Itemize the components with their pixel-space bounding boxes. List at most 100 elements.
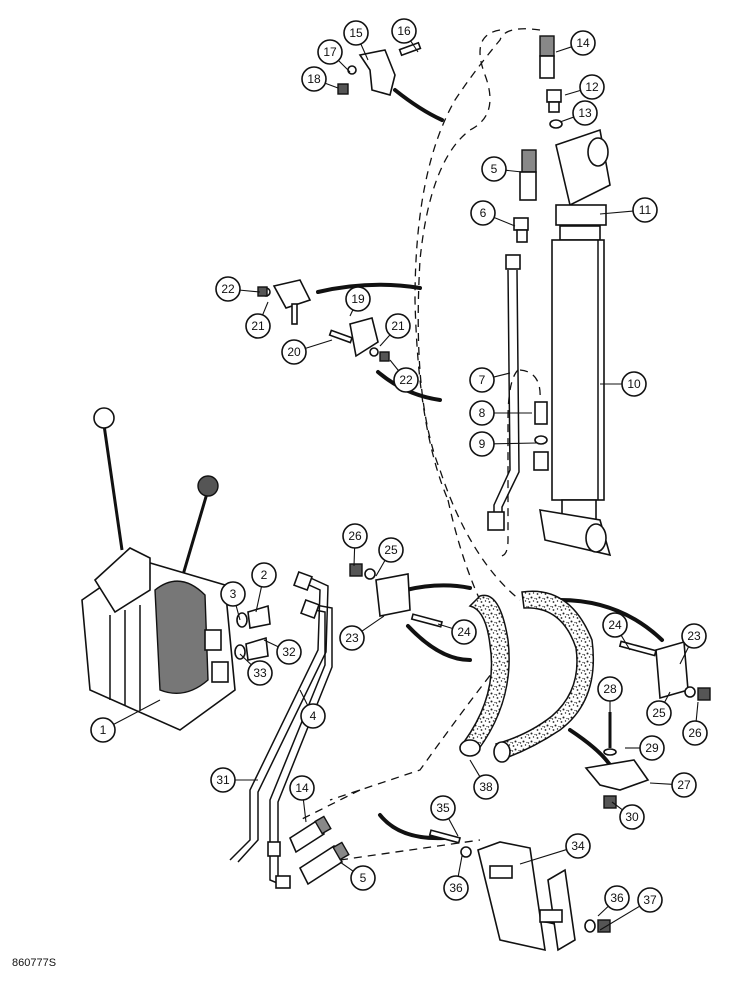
callout-leader-c14a xyxy=(555,46,572,53)
callout-label: 32 xyxy=(282,645,296,659)
callout-label: 21 xyxy=(251,319,265,333)
callout-label: 7 xyxy=(479,373,486,387)
callout-leader-c9 xyxy=(493,442,537,445)
upper-clamp xyxy=(337,41,422,96)
callout-leader-c30 xyxy=(611,801,623,811)
callout-leaders xyxy=(113,40,699,931)
callout-c14a: 14 xyxy=(570,30,596,56)
callout-leader-c15 xyxy=(360,43,369,61)
callout-c26b: 26 xyxy=(682,720,708,746)
callout-c7: 7 xyxy=(469,367,495,393)
callout-label: 21 xyxy=(391,319,405,333)
callout-leader-c21b xyxy=(379,334,391,347)
callout-leader-c26b xyxy=(695,701,699,722)
callout-label: 27 xyxy=(677,778,691,792)
callout-c34: 34 xyxy=(565,833,591,859)
valve-port-fittings xyxy=(234,604,271,661)
callout-label: 12 xyxy=(585,80,599,94)
callout-leader-c24b xyxy=(620,635,631,651)
callout-label: 11 xyxy=(639,203,652,217)
callout-leader-c1 xyxy=(113,699,161,725)
callout-label: 37 xyxy=(643,893,657,907)
callout-c28: 28 xyxy=(597,676,623,702)
callout-label: 5 xyxy=(360,871,367,885)
callout-leader-c25b xyxy=(664,691,671,703)
callout-leader-c16 xyxy=(410,40,419,53)
callout-leader-c27 xyxy=(649,782,673,785)
callout-label: 36 xyxy=(449,881,463,895)
routing-dashed-lines xyxy=(299,28,541,861)
callout-leader-c3 xyxy=(235,605,241,621)
hydraulic-cylinder xyxy=(539,128,612,557)
upper-fittings xyxy=(513,35,563,243)
callout-label: 4 xyxy=(310,709,317,723)
hose-clamp-right xyxy=(618,640,711,701)
callout-c3: 3 xyxy=(220,581,246,607)
callout-c22a: 22 xyxy=(215,276,241,302)
callout-leader-c36b xyxy=(597,905,609,917)
drawing-reference-code: 860777S xyxy=(12,957,57,969)
callout-leader-c4 xyxy=(299,689,309,706)
callout-c5b: 5 xyxy=(350,865,376,891)
callout-leader-c23a xyxy=(361,615,385,632)
callout-label: 25 xyxy=(652,706,666,720)
callout-leader-c38 xyxy=(469,759,481,777)
callout-label: 22 xyxy=(399,373,413,387)
callout-label: 33 xyxy=(253,666,267,680)
callout-label: 9 xyxy=(479,437,486,451)
callout-leader-c5b xyxy=(339,861,354,872)
hose-clamp-left xyxy=(349,563,443,628)
callout-c30: 30 xyxy=(619,804,645,830)
callout-c10: 10 xyxy=(621,371,647,397)
callout-leader-c5a xyxy=(505,169,523,173)
callout-leader-c34 xyxy=(519,849,567,865)
callout-label: 23 xyxy=(345,631,359,645)
callout-c17: 17 xyxy=(317,39,343,65)
callout-leader-c2 xyxy=(255,586,263,613)
callout-label: 25 xyxy=(384,543,398,557)
callout-label: 26 xyxy=(688,726,702,740)
callout-c4: 4 xyxy=(300,703,326,729)
callout-label: 24 xyxy=(457,625,471,639)
callout-leader-c12 xyxy=(564,89,581,96)
callout-leader-c17 xyxy=(338,60,351,73)
callout-label: 31 xyxy=(216,773,230,787)
callout-c37: 37 xyxy=(637,887,663,913)
callout-label: 26 xyxy=(348,529,362,543)
callout-c25b: 25 xyxy=(646,700,672,726)
callout-c36a: 36 xyxy=(443,875,469,901)
callout-leader-c11 xyxy=(599,210,634,215)
callout-c21b: 21 xyxy=(385,313,411,339)
control-valve-assembly xyxy=(81,407,236,731)
callout-label: 24 xyxy=(608,618,622,632)
middle-clamps xyxy=(257,279,390,362)
callout-c25a: 25 xyxy=(378,537,404,563)
callout-c2: 2 xyxy=(251,562,277,588)
callout-c38: 38 xyxy=(473,774,499,800)
callout-c26a: 26 xyxy=(342,523,368,549)
callout-c15: 15 xyxy=(343,20,369,46)
callout-label: 36 xyxy=(610,891,624,905)
callout-leader-c6 xyxy=(493,217,516,227)
callout-leader-c37 xyxy=(599,905,640,931)
callout-c11: 11 xyxy=(632,197,658,223)
callout-c19: 19 xyxy=(345,286,371,312)
callout-leader-c18 xyxy=(325,82,339,89)
callout-label: 35 xyxy=(436,801,450,815)
callout-c33: 33 xyxy=(247,660,273,686)
callout-leader-c14b xyxy=(302,799,307,823)
callout-c8: 8 xyxy=(469,400,495,426)
callout-leader-c33 xyxy=(239,653,252,666)
clamp-27 xyxy=(584,712,650,809)
callout-c24a: 24 xyxy=(451,619,477,645)
callout-leader-c24a xyxy=(437,623,453,629)
callout-c31: 31 xyxy=(210,767,236,793)
callout-leader-c36a xyxy=(457,855,463,877)
callout-c20: 20 xyxy=(281,339,307,365)
callout-label: 34 xyxy=(571,839,585,853)
callout-label: 30 xyxy=(625,810,639,824)
callout-c23b: 23 xyxy=(681,623,707,649)
callout-c21a: 21 xyxy=(245,313,271,339)
callout-label: 6 xyxy=(480,206,487,220)
